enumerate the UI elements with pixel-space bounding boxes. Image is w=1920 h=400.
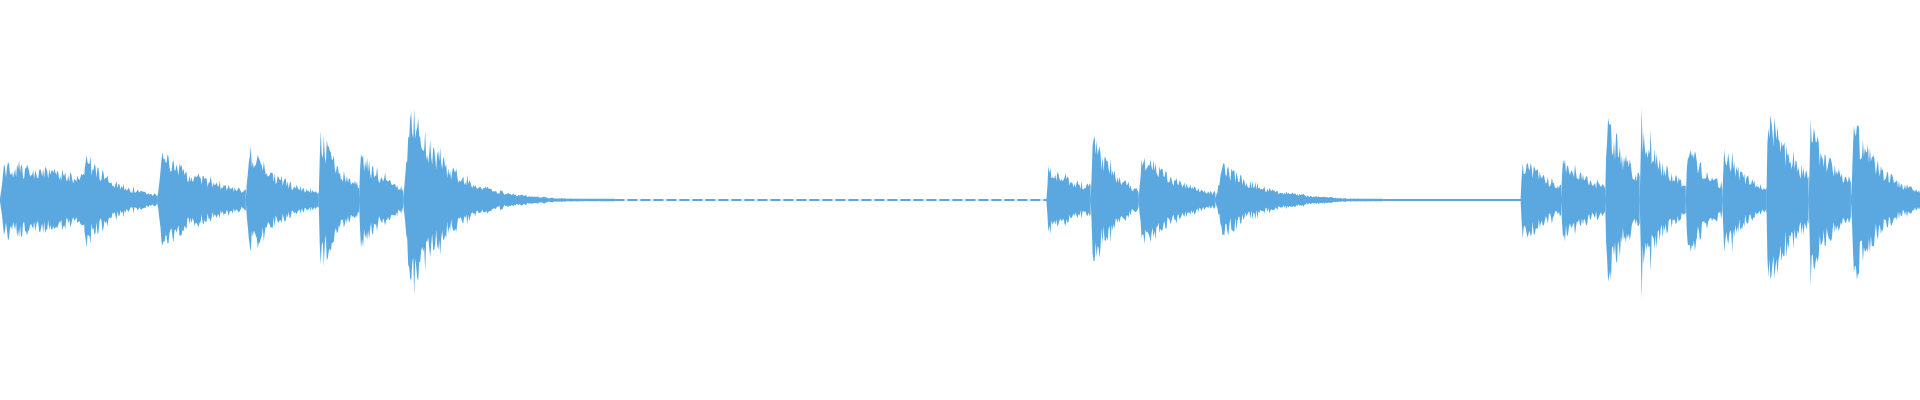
waveform-burst bbox=[157, 152, 246, 246]
waveform-burst bbox=[1605, 117, 1640, 282]
waveform-burst bbox=[1561, 159, 1606, 242]
waveform-burst bbox=[1520, 162, 1561, 239]
waveform-burst bbox=[359, 154, 404, 248]
waveform-burst bbox=[1639, 107, 1686, 300]
waveform-burst bbox=[1215, 163, 1383, 236]
waveform-burst bbox=[1685, 150, 1723, 252]
waveform-burst bbox=[1090, 135, 1139, 262]
waveform-burst bbox=[1850, 125, 1920, 280]
waveform-burst bbox=[82, 155, 158, 248]
waveform-amplitude-layer bbox=[0, 107, 1920, 300]
waveform-burst bbox=[1808, 118, 1851, 286]
waveform-burst bbox=[1766, 115, 1809, 280]
waveform-burst bbox=[1138, 157, 1216, 245]
waveform-burst bbox=[0, 160, 87, 241]
waveform-burst bbox=[318, 130, 359, 267]
waveform-burst bbox=[1046, 165, 1091, 235]
waveform-burst bbox=[1722, 149, 1767, 253]
waveform-burst bbox=[245, 146, 319, 252]
waveform-burst bbox=[403, 108, 615, 297]
